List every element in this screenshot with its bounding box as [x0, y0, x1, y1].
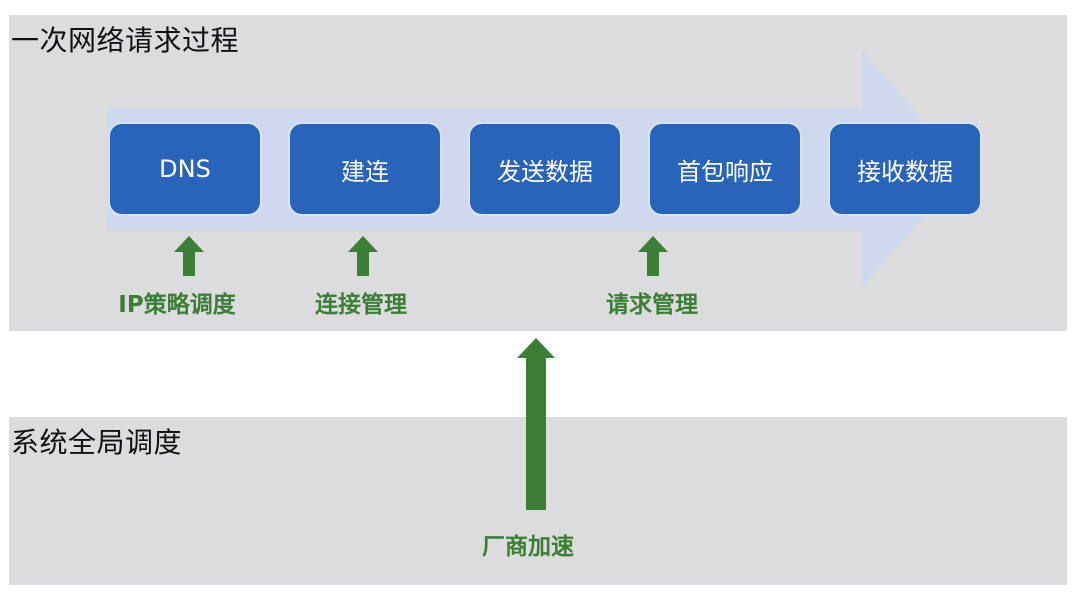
request-process-title: 一次网络请求过程 [11, 24, 240, 57]
ip-strategy-up-arrow-icon [174, 236, 204, 276]
optimization-label-connection-mgmt: 连接管理 [315, 292, 407, 318]
global-scheduling-title: 系统全局调度 [11, 426, 183, 459]
step-receive-data: 接收数据 [828, 122, 982, 216]
step-connect: 建连 [288, 122, 442, 216]
connection-mgmt-up-arrow-icon [348, 236, 378, 276]
step-send-data: 发送数据 [468, 122, 622, 216]
request-mgmt-up-arrow-icon [638, 236, 668, 276]
step-dns: DNS [108, 122, 262, 216]
vendor-acceleration-up-arrow-icon [517, 338, 555, 510]
step-first-response: 首包响应 [648, 122, 802, 216]
optimization-label-ip-strategy: IP策略调度 [118, 292, 236, 318]
optimization-label-vendor-acceleration: 厂商加速 [482, 534, 574, 560]
optimization-label-request-mgmt: 请求管理 [606, 292, 698, 318]
